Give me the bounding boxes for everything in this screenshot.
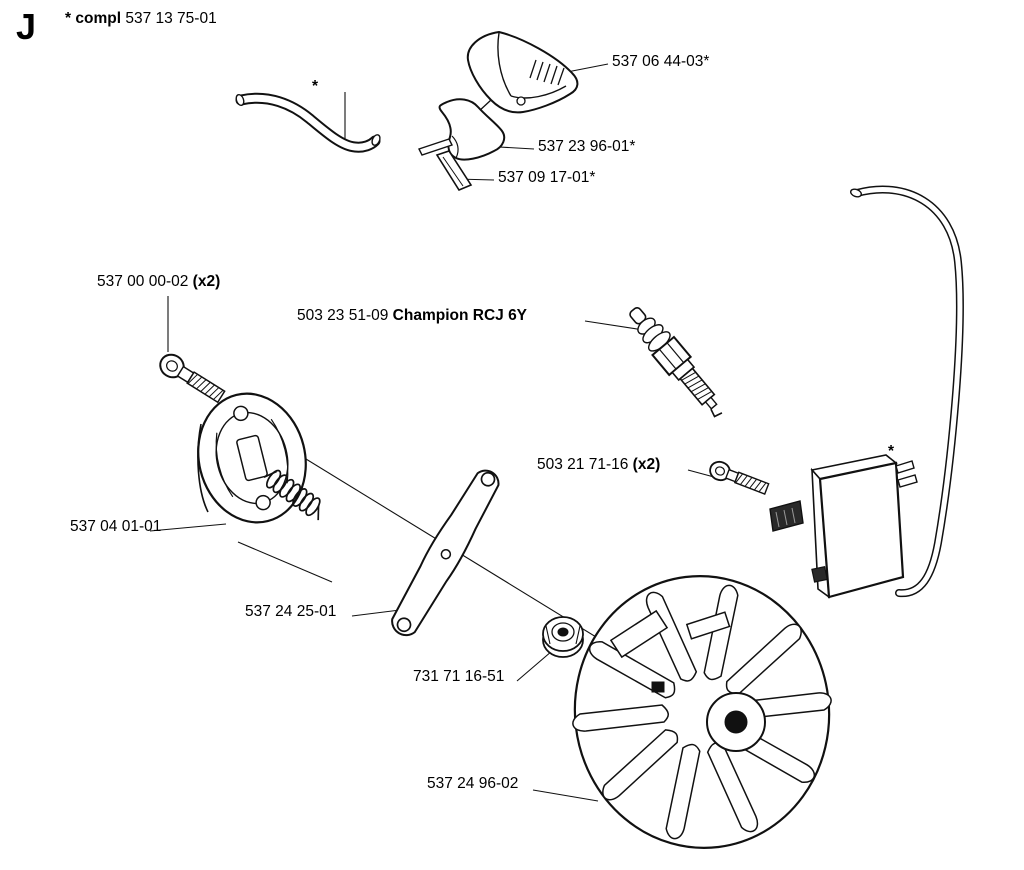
connecting-link-part bbox=[391, 469, 500, 637]
label-flywheel: 537 24 96-02 bbox=[427, 775, 519, 792]
clutch-screws-number: 537 00 00-02 bbox=[97, 273, 189, 290]
label-elbow: 537 23 96-01* bbox=[538, 138, 636, 155]
label-clutch-screws: 537 00 00-02 (x2) bbox=[97, 273, 220, 291]
assembly-note: * compl 537 13 75-01 bbox=[65, 10, 217, 28]
spark-plug-name: Champion RCJ 6Y bbox=[392, 307, 528, 324]
clutch-spring-part bbox=[263, 469, 321, 521]
label-tube-star: * bbox=[312, 78, 319, 95]
assembly-note-star: * bbox=[65, 10, 72, 27]
spark-plug-part bbox=[629, 306, 723, 418]
fuel-line-part bbox=[235, 92, 381, 153]
ignition-wire-part bbox=[849, 185, 964, 598]
section-letter: J bbox=[16, 6, 37, 47]
assembly-note-compl: compl bbox=[75, 10, 122, 27]
flywheel-nut-part bbox=[542, 616, 584, 658]
clutch-screws-qty: (x2) bbox=[192, 273, 221, 290]
flywheel-part bbox=[572, 575, 832, 849]
label-cover: 537 06 44-03* bbox=[612, 53, 710, 70]
assembly-note-number: 537 13 75-01 bbox=[125, 10, 217, 27]
label-link: 537 24 25-01 bbox=[245, 603, 337, 620]
clutch-screw-part bbox=[159, 353, 226, 404]
gasket-part bbox=[435, 150, 473, 191]
clutch-part bbox=[197, 392, 307, 524]
module-screw-part bbox=[709, 460, 770, 495]
label-nut: 731 71 16-51 bbox=[413, 668, 505, 685]
elbow-part bbox=[418, 98, 506, 161]
module-screws-qty: (x2) bbox=[632, 456, 661, 473]
label-module-screws: 503 21 71-16 (x2) bbox=[537, 456, 660, 474]
module-screws-number: 503 21 71-16 bbox=[537, 456, 629, 473]
label-gasket: 537 09 17-01* bbox=[498, 169, 596, 186]
label-clutch: 537 04 01-01 bbox=[70, 518, 162, 535]
spark-plug-number: 503 23 51-09 bbox=[297, 307, 389, 324]
cover-part bbox=[466, 30, 579, 114]
label-module-star: * bbox=[888, 443, 895, 460]
label-spark-plug: 503 23 51-09 Champion RCJ 6Y bbox=[297, 307, 527, 325]
ignition-module-part bbox=[769, 454, 918, 599]
